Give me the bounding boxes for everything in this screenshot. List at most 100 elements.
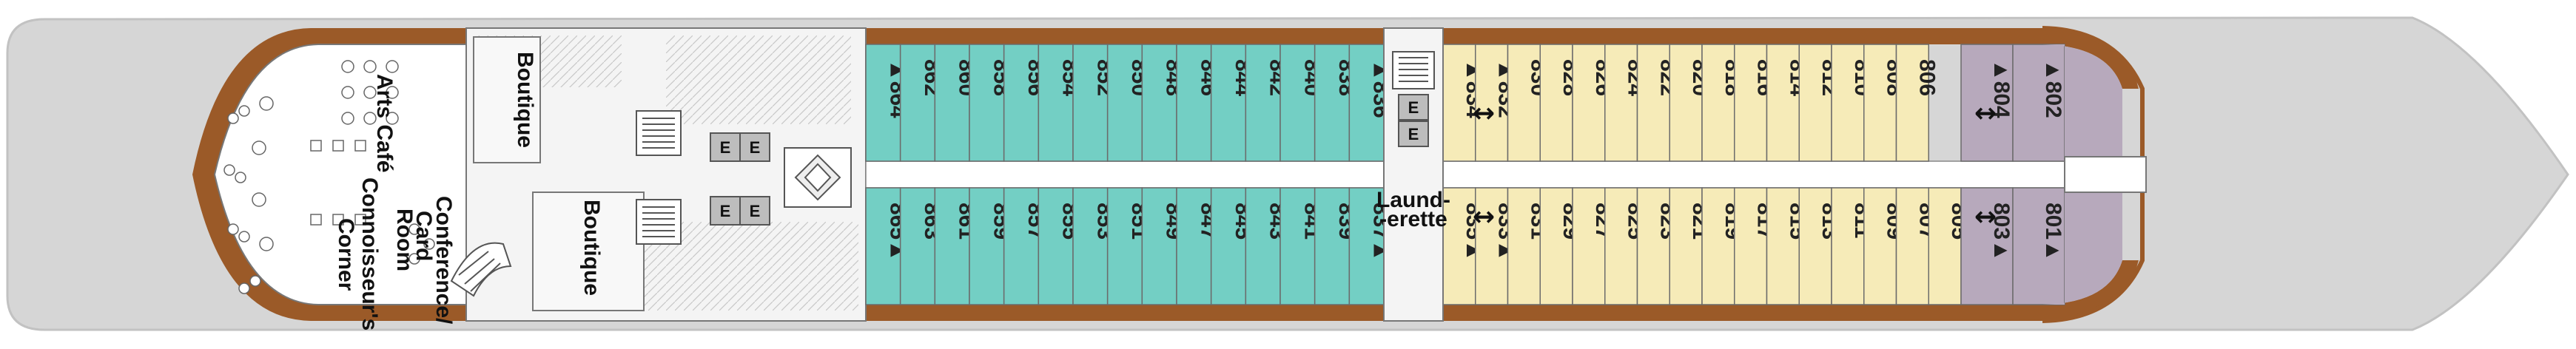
cabin-856[interactable] (1003, 44, 1040, 162)
cabin-818[interactable] (1701, 44, 1735, 162)
connecting-door-icon: ↔ (1974, 202, 1997, 232)
cabin-840[interactable] (1279, 44, 1316, 162)
connecting-door-icon: ↔ (1974, 98, 1997, 129)
cabin-830[interactable] (1507, 44, 1541, 162)
elevator-aft-top-1 (710, 132, 741, 162)
elevator-aft-bottom-2 (739, 196, 770, 226)
cabin-848[interactable] (1141, 44, 1177, 162)
cabin-814[interactable] (1766, 44, 1800, 162)
atrium-feature (784, 147, 852, 208)
elevator-midship-1 (1398, 94, 1429, 121)
cabin-823[interactable] (1636, 187, 1670, 305)
cabin-859[interactable] (969, 187, 1005, 305)
elevator-aft-top-2 (739, 132, 770, 162)
wood-rail-top (866, 28, 1384, 44)
cabin-852[interactable] (1072, 44, 1109, 162)
cabin-860[interactable] (934, 44, 970, 162)
boutique-bottom-room (532, 192, 645, 311)
elevator-midship-2 (1398, 121, 1429, 147)
staircase-top (636, 110, 682, 156)
arts-cafe-label: Arts Café (372, 74, 397, 172)
wood-rail-bottom (866, 305, 1384, 321)
elevator-label: E (750, 202, 761, 220)
cabin-816[interactable] (1734, 44, 1768, 162)
cabin-826[interactable] (1572, 44, 1606, 162)
staircase-curved (450, 242, 512, 297)
staircase-bottom (636, 199, 682, 245)
conference-card-room-label-line2: Card (411, 211, 436, 261)
elevator-label: E (720, 202, 731, 220)
cabin-865[interactable] (865, 187, 901, 305)
hatched-area-mid (666, 35, 851, 124)
cabin-846[interactable] (1176, 44, 1212, 162)
cabin-810[interactable] (1831, 44, 1865, 162)
cafe-tables (252, 60, 435, 265)
cabin-number: 803▲ (1989, 203, 2014, 262)
cabin-802[interactable] (2012, 44, 2065, 162)
bow-walkway (2064, 156, 2147, 193)
launderette-label-line1: Laund- (1376, 188, 1450, 212)
cabin-815[interactable] (1766, 187, 1800, 305)
boutique-bottom-label: Boutique (579, 200, 604, 296)
cabin-841[interactable] (1279, 187, 1316, 305)
cabin-820[interactable] (1669, 44, 1703, 162)
cabin-828[interactable] (1539, 44, 1573, 162)
cabin-851[interactable] (1106, 187, 1143, 305)
launderette-label-line2: -erette (1379, 207, 1447, 231)
cabin-862[interactable] (899, 44, 936, 162)
cabin-813[interactable] (1798, 187, 1832, 305)
elevator-label: E (1408, 125, 1419, 143)
cabin-821[interactable] (1669, 187, 1703, 305)
cabin-808[interactable] (1863, 44, 1897, 162)
cabin-836[interactable] (1348, 44, 1385, 162)
cabin-817[interactable] (1734, 187, 1768, 305)
cabin-832[interactable] (1475, 44, 1509, 162)
elevator-label: E (750, 138, 761, 157)
cabin-834[interactable] (1442, 44, 1476, 162)
cabin-801[interactable] (2012, 187, 2065, 305)
cabin-838[interactable] (1314, 44, 1351, 162)
boutique-top-label: Boutique (513, 52, 537, 148)
deck-planters (223, 105, 261, 294)
cabin-833[interactable] (1475, 187, 1509, 305)
connecting-door-icon: ↔ (1473, 202, 1495, 232)
cabin-805[interactable] (1928, 187, 1962, 305)
staircase-midship (1392, 51, 1435, 89)
connoisseurs-corner-label-line1: Connoisseur's (357, 177, 382, 331)
boutique-top-room (473, 36, 541, 163)
cabin-803[interactable] (1960, 187, 2014, 305)
cabin-850[interactable] (1106, 44, 1143, 162)
conference-card-room-label-line3: Room (392, 209, 417, 271)
cabin-861[interactable] (934, 187, 970, 305)
elevator-label: E (1408, 98, 1419, 117)
cabin-811[interactable] (1831, 187, 1865, 305)
cabin-845[interactable] (1210, 187, 1247, 305)
cabin-825[interactable] (1604, 187, 1638, 305)
elevator-aft-bottom-1 (710, 196, 741, 226)
cabin-819[interactable] (1701, 187, 1735, 305)
cabin-822[interactable] (1636, 44, 1670, 162)
cabin-837[interactable] (1348, 187, 1385, 305)
cabin-804[interactable] (1960, 44, 2014, 162)
cabin-853[interactable] (1072, 187, 1109, 305)
cabin-number: 806 (1914, 59, 1939, 96)
connoisseurs-corner-label-line2: Corner (334, 218, 358, 291)
cabin-827[interactable] (1572, 187, 1606, 305)
cabin-number: 801▲ (2041, 203, 2065, 262)
cabin-806[interactable] (1895, 44, 1929, 162)
cabin-809[interactable] (1863, 187, 1897, 305)
cabin-849[interactable] (1141, 187, 1177, 305)
cabin-864[interactable] (865, 44, 901, 162)
cabin-number: ▲804 (1989, 59, 2014, 118)
cabin-844[interactable] (1210, 44, 1247, 162)
conference-card-room-label-line1: Conference/ (431, 196, 456, 325)
cabin-847[interactable] (1176, 187, 1212, 305)
elevator-label: E (720, 138, 731, 157)
cabin-corridor (865, 160, 2065, 189)
cabin-843[interactable] (1245, 187, 1281, 305)
cabin-807[interactable] (1895, 187, 1929, 305)
